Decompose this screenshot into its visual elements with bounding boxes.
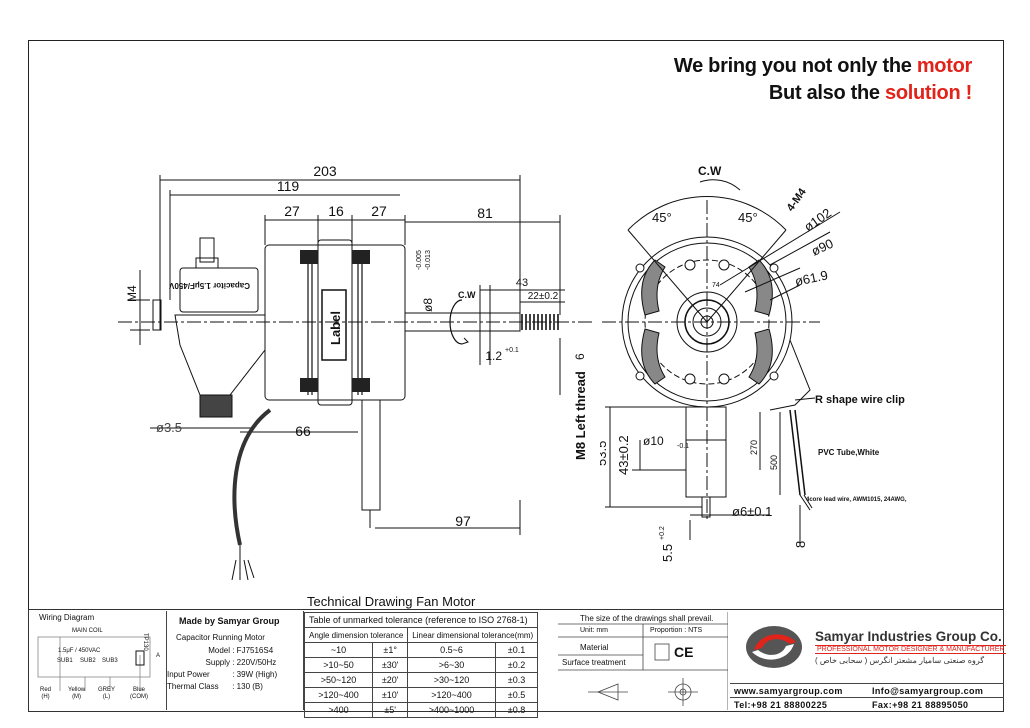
dim-8-front: 8	[793, 541, 808, 548]
dim-6: 6	[573, 353, 587, 360]
tolerance-table: Table of unmarked tolerance (reference t…	[303, 612, 539, 718]
holes-4-m4: 4-M4	[785, 186, 810, 214]
dim-10-tol: -0.1	[677, 443, 689, 450]
dim-500: 500	[769, 455, 779, 470]
dim-5-5-tol: +0.2	[659, 526, 666, 540]
lead-wire-label: 4core lead wire, AWM1015, 24AWG,	[806, 497, 907, 503]
headline-accent-motor: motor	[916, 55, 972, 77]
side-view-drawing: 203 119 27 16 27 81 43 22±0.2 M4 ø8 -0.0…	[118, 163, 592, 581]
angle-45-right: 45°	[738, 210, 758, 225]
table-row: >50~120±20'>30~120±0.3	[303, 672, 539, 688]
table-row: >120~400±10'>120~400±0.5	[303, 687, 539, 703]
main-coil-label: MAIN COIL	[72, 628, 103, 634]
table-row: >10~50±30'>6~30±0.2	[303, 657, 539, 673]
table-row: ~10±1°0.5~6±0.1	[303, 642, 539, 658]
wire-yellow: Yellow(M)	[68, 687, 86, 700]
dim-119: 119	[277, 178, 300, 194]
dim-10: ø10	[643, 434, 664, 448]
dim-27-right: 27	[371, 203, 387, 219]
dim-27-left: 27	[284, 203, 300, 219]
prevail-note: The size of the drawings shall prevail.	[580, 614, 714, 623]
wiring-diagram: Wiring Diagram MAIN COIL 1.5μF / 450VAC …	[30, 611, 167, 710]
dim-hole-3-5: ø3.5	[156, 420, 182, 435]
wiring-sub2: SUB2	[80, 658, 96, 664]
cw-label-front: C.W	[698, 164, 722, 178]
headline-line-2: But also the solution !	[768, 82, 972, 104]
angle-header: Angle dimension tolerance	[303, 627, 409, 643]
headline-accent-solution: solution !	[885, 82, 972, 104]
dim-shaft-tol-top: -0.005	[416, 250, 423, 270]
spec-row: Model : FJ7516S4	[208, 646, 274, 655]
spec-row: Input Power : 39W (High)	[167, 670, 278, 679]
proportion-label: Proportion : NTS	[650, 627, 703, 634]
dim-97: 97	[455, 513, 471, 529]
dim-22: 22±0.2	[528, 291, 559, 302]
dim-90: ø90	[809, 236, 836, 259]
ce-mark: CE	[674, 644, 694, 660]
meta-block: The size of the drawings shall prevail. …	[558, 612, 728, 710]
dim-5-5: 5.5	[660, 544, 675, 562]
spec-block: Made by Samyar Group Capacitor Running M…	[167, 611, 304, 710]
wiring-sub3: SUB3	[102, 658, 118, 664]
dim-81: 81	[477, 205, 493, 221]
dim-53-5: 53.5	[600, 441, 609, 466]
dim-shaft-dia: ø8	[421, 298, 435, 312]
wire-blue: Blue(COM)	[130, 687, 148, 700]
company-name: Samyar Industries Group Co.	[815, 629, 1002, 644]
spec-row: Thermal Class : 130 (B)	[167, 682, 263, 691]
dim-shaft-tol-bot: -0.013	[425, 250, 432, 270]
cw-label-side: C.W	[458, 290, 476, 300]
motor-type: Capacitor Running Motor	[176, 633, 265, 642]
dim-16: 16	[328, 203, 344, 219]
headline-line-1: We bring you not only the motor	[673, 55, 972, 77]
dim-flat: 1.2	[485, 349, 502, 363]
dim-61-9: ø61.9	[794, 267, 830, 289]
company-tagline: PROFESSIONAL MOTOR DESIGNER & MANUFACTUR…	[815, 645, 1007, 654]
dim-43-front: 43±0.2	[616, 435, 631, 475]
wire-grey: GREY(L)	[98, 687, 116, 700]
dim-flat-tol: +0.1	[505, 347, 519, 354]
company-name-fa: گروه صنعتی سامیار مشعتر انگرس ( سحابی خا…	[815, 656, 985, 665]
made-by: Made by Samyar Group	[179, 616, 280, 626]
linear-header: Linear dimensional tolerance(mm)	[407, 627, 539, 643]
material-label: Material	[580, 643, 609, 652]
housing-label: Label	[328, 311, 343, 345]
phone-number: Tel:+98 21 88800225	[734, 700, 828, 710]
dim-203: 203	[313, 163, 337, 179]
website-link[interactable]: www.samyargroup.com	[734, 686, 843, 696]
drawing-title: Technical Drawing Fan Motor	[307, 594, 476, 609]
wiring-cap: 1.5μF / 450VAC	[58, 648, 101, 654]
dim-43: 43	[516, 277, 528, 289]
wiring-title: Wiring Diagram	[39, 613, 95, 622]
center-mark: 74	[712, 282, 720, 289]
pvc-tube-label: PVC Tube,White	[818, 448, 880, 457]
wire-clip-label: R shape wire clip	[815, 394, 905, 406]
surface-label: Surface treatment	[562, 658, 626, 667]
samyar-logo	[746, 626, 802, 668]
wiring-tp: TP130	[142, 633, 148, 651]
dim-102: ø102	[801, 205, 834, 234]
m8-left-thread: M8 Left thread	[573, 371, 588, 460]
capacitor-label: Capacitor 1.5μF/450V	[168, 281, 250, 290]
wiring-sub1: SUB1	[57, 658, 73, 664]
wiring-a: A	[156, 653, 161, 659]
front-view-drawing: C.W 45° 45° 4-M4 ø102 ø90 ø61.9 74 R sha…	[600, 164, 907, 562]
angle-45-left: 45°	[652, 210, 672, 225]
email-link[interactable]: Info@samyargroup.com	[872, 686, 984, 696]
dim-66: 66	[295, 423, 311, 439]
tolerance-title: Table of unmarked tolerance (reference t…	[303, 612, 539, 628]
dim-m4: M4	[125, 285, 139, 302]
unit-label: Unit: mm	[580, 627, 608, 634]
wire-red: Red(H)	[40, 687, 52, 700]
table-row: >400±5'>400~1000±0.8	[303, 702, 539, 718]
spec-row: Supply : 220V/50Hz	[205, 658, 277, 667]
dim-6-front: ø6±0.1	[732, 504, 772, 519]
fax-number: Fax:+98 21 88895050	[872, 700, 969, 710]
dim-270: 270	[749, 440, 759, 455]
